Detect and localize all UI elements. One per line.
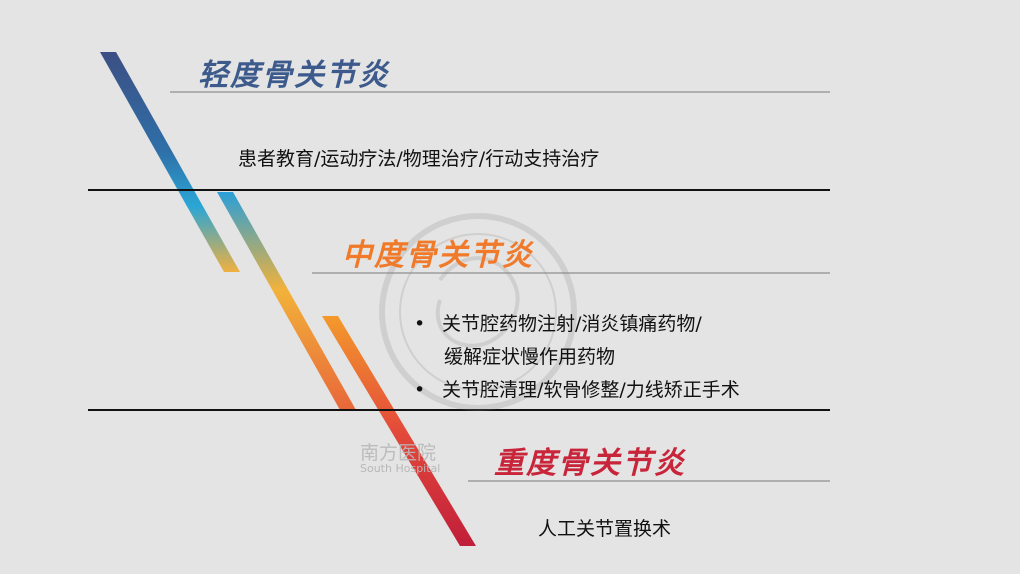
moderate-oa-heading: 中度骨关节炎 xyxy=(342,238,534,273)
bullet-dot: • xyxy=(414,379,426,401)
severe-oa-heading: 重度骨关节炎 xyxy=(494,446,686,481)
watermark-seal xyxy=(379,213,577,411)
bullet-dot: • xyxy=(414,313,426,335)
bullet-line-1: 关节腔药物注射/消炎镇痛药物/ xyxy=(442,313,702,335)
list-item: • 关节腔清理/软骨修整/力线矫正手术 xyxy=(408,374,740,407)
stripe-1 xyxy=(100,52,240,272)
bullet-line-1: 关节腔清理/软骨修整/力线矫正手术 xyxy=(442,379,740,401)
watermark-english-text: South Hospital xyxy=(360,462,441,475)
moderate-oa-treatment-list: • 关节腔药物注射/消炎镇痛药物/ 缓解症状慢作用药物 • 关节腔清理/软骨修整… xyxy=(408,308,740,407)
list-item: • 关节腔药物注射/消炎镇痛药物/ 缓解症状慢作用药物 xyxy=(408,308,740,374)
stripe-2 xyxy=(217,192,356,410)
mild-oa-treatment: 患者教育/运动疗法/物理治疗/行动支持治疗 xyxy=(238,148,600,170)
severe-oa-treatment: 人工关节置换术 xyxy=(538,518,672,540)
stripe-3 xyxy=(322,316,476,546)
mild-oa-heading: 轻度骨关节炎 xyxy=(198,58,390,93)
bullet-line-2: 缓解症状慢作用药物 xyxy=(444,346,616,368)
watermark-text: 南方医院 xyxy=(360,442,437,464)
